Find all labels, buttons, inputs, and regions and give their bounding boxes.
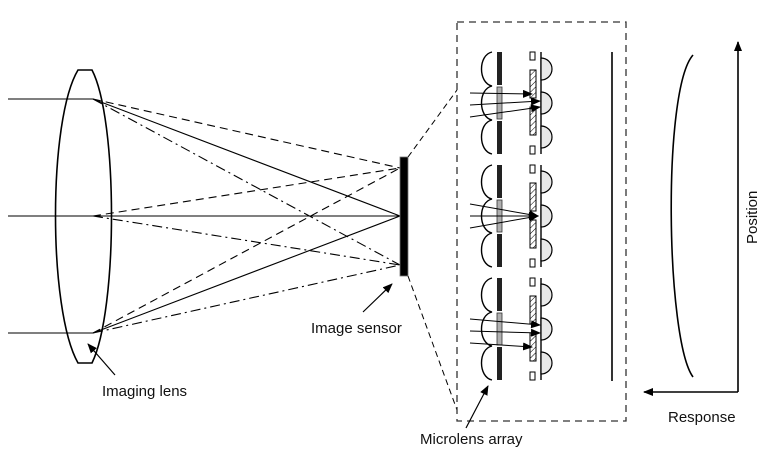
- microlens-ray-arrow: [469, 89, 533, 98]
- lenslet-array: [480, 277, 493, 381]
- microlens-ray-arrow: [469, 104, 541, 118]
- imaging-lens-pointer: [87, 343, 116, 376]
- microlens-group: [469, 277, 553, 381]
- position-axis-label: Position: [744, 191, 761, 244]
- pixel-element: [529, 219, 537, 249]
- pixel-element: [529, 295, 537, 325]
- aperture-window: [496, 312, 503, 346]
- zoom-line-top: [407, 89, 458, 158]
- pixel-element: [529, 145, 536, 155]
- microlens-array-pointer: [465, 385, 489, 429]
- refracted-ray: [92, 98, 401, 217]
- pixel-element: [529, 258, 536, 268]
- microlens-bump: [540, 317, 553, 341]
- microlens-group: [469, 164, 553, 268]
- microlens-array: [469, 51, 553, 381]
- imaging-lens-label: Imaging lens: [102, 383, 187, 400]
- microlens-array-label: Microlens array: [420, 431, 523, 448]
- zoom-line-bottom: [407, 275, 458, 411]
- refracted-ray: [92, 264, 401, 334]
- zoom-box: [456, 21, 627, 422]
- microlens-bump: [540, 125, 553, 149]
- microlens-ray-arrow: [469, 213, 539, 229]
- aperture-bar-top: [497, 165, 502, 198]
- aperture-bar-bottom: [497, 347, 502, 380]
- refracted-ray: [92, 98, 401, 169]
- microlens-ray-arrow: [469, 318, 541, 329]
- refracted-ray: [92, 215, 401, 266]
- microlens-bump: [540, 170, 553, 194]
- microlens-ray-arrow: [469, 97, 541, 106]
- imaging-lens: [54, 69, 113, 364]
- refracted-ray: [92, 167, 401, 217]
- lenslet-array: [480, 51, 493, 155]
- microlens-bump: [540, 91, 553, 115]
- refracted-ray: [92, 215, 401, 334]
- refracted-ray: [92, 167, 401, 334]
- pixel-element: [529, 182, 537, 212]
- pixel-element: [529, 164, 536, 174]
- microlens-group: [469, 51, 553, 155]
- response-axis-label: Response: [668, 409, 736, 426]
- refracted-ray: [92, 98, 401, 266]
- pixel-element: [529, 106, 537, 136]
- image-sensor: [399, 156, 409, 277]
- microlens-ray-arrow: [469, 342, 533, 351]
- aperture-bar-bottom: [497, 121, 502, 154]
- image-sensor-label: Image sensor: [311, 320, 402, 337]
- aperture-bar-top: [497, 278, 502, 311]
- refracted-rays: [92, 98, 401, 334]
- microlens-bump: [540, 204, 553, 228]
- pixel-element: [529, 371, 536, 381]
- microlens-bump: [540, 351, 553, 375]
- microlens-bump: [540, 283, 553, 307]
- incoming-rays: [8, 98, 93, 334]
- aperture-bar-top: [497, 52, 502, 85]
- response-plot: [643, 41, 742, 396]
- pixel-element: [529, 277, 536, 287]
- microlens-bump: [540, 57, 553, 81]
- microlens-ray-arrow: [469, 328, 541, 337]
- microlens-bump: [540, 238, 553, 262]
- image-sensor-pointer: [362, 283, 393, 313]
- response-curve: [670, 54, 694, 378]
- aperture-bar-bottom: [497, 234, 502, 267]
- microlens-ray-arrow: [469, 203, 539, 219]
- pixel-element: [529, 51, 536, 61]
